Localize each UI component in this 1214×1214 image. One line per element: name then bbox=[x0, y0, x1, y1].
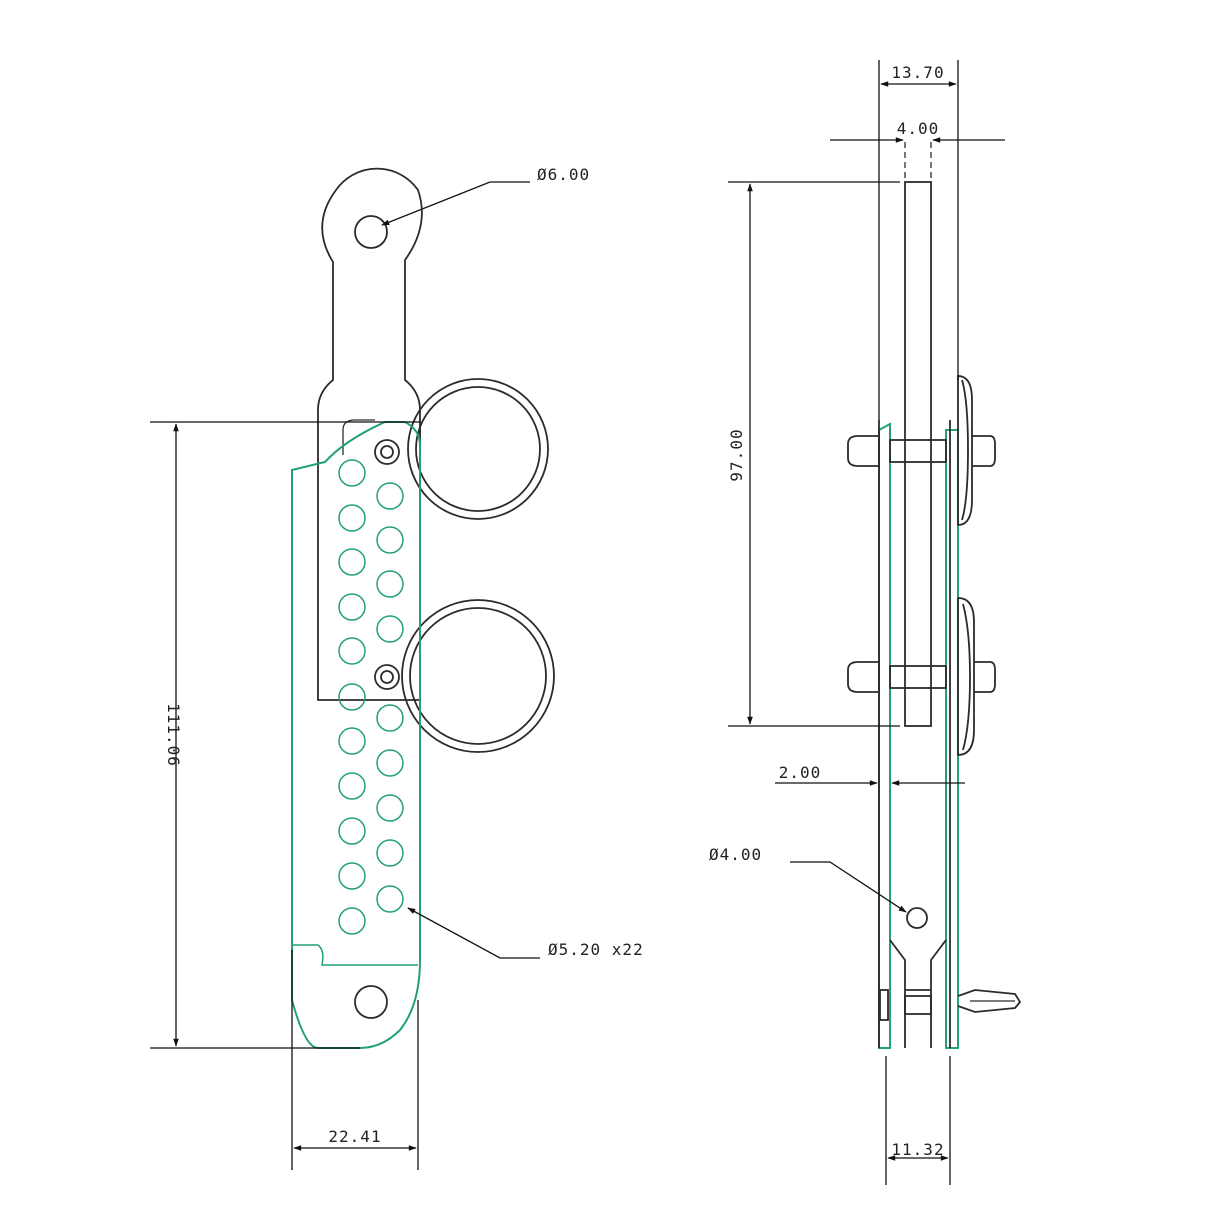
side-pin-hole bbox=[906, 907, 928, 929]
dim-top-width-label: 13.70 bbox=[891, 63, 944, 82]
dim-pin-hole-label: Ø4.00 bbox=[709, 845, 762, 864]
plate-inner-line bbox=[292, 944, 418, 966]
side-inner-plate bbox=[904, 181, 932, 727]
side-green-bar bbox=[878, 422, 891, 1049]
hole bbox=[376, 885, 404, 913]
lower-bolt bbox=[374, 664, 400, 690]
dim-plate-height: 97.00 bbox=[727, 181, 900, 727]
dim-top-width: 13.70 bbox=[878, 60, 959, 420]
perforation-holes bbox=[338, 459, 404, 935]
hole bbox=[376, 839, 404, 867]
dim-overall-height-label: 111.06 bbox=[164, 703, 183, 767]
hole bbox=[376, 615, 404, 643]
side-lower-wheel bbox=[847, 597, 996, 756]
dim-overall-width-label: 22.41 bbox=[328, 1127, 381, 1146]
lower-ring bbox=[401, 599, 555, 753]
hole bbox=[338, 504, 366, 532]
dim-offset: 2.00 bbox=[775, 763, 965, 786]
dim-top-hole: Ø6.00 bbox=[381, 165, 590, 226]
dim-pin-hole: Ø4.00 bbox=[709, 845, 907, 913]
hole bbox=[338, 459, 366, 487]
dim-overall-height: 111.06 bbox=[150, 421, 420, 1049]
hole bbox=[338, 637, 366, 665]
hole bbox=[376, 526, 404, 554]
bottom-hole bbox=[354, 985, 388, 1019]
hole bbox=[338, 907, 366, 935]
top-eye-hole bbox=[354, 215, 388, 249]
hole bbox=[338, 548, 366, 576]
top-slot bbox=[342, 419, 375, 455]
hole bbox=[376, 794, 404, 822]
side-upper-wheel bbox=[847, 375, 996, 526]
hole bbox=[338, 817, 366, 845]
upper-ring bbox=[407, 378, 549, 520]
side-frame bbox=[878, 420, 951, 1048]
dim-top-hole-label: Ø6.00 bbox=[537, 165, 590, 184]
dim-holes: Ø5.20 x22 bbox=[407, 907, 644, 959]
hole bbox=[376, 704, 404, 732]
perforated-plate bbox=[291, 421, 421, 1049]
upper-bolt bbox=[374, 439, 400, 465]
dim-plate-thickness-label: 4.00 bbox=[897, 119, 940, 138]
hole bbox=[338, 683, 366, 711]
hole bbox=[376, 749, 404, 777]
side-view: 13.70 4.00 97.00 2.00 Ø4.00 bbox=[709, 60, 1022, 1185]
side-bottom-pin bbox=[879, 989, 1022, 1021]
hole bbox=[338, 772, 366, 800]
dim-offset-label: 2.00 bbox=[779, 763, 822, 782]
hole bbox=[376, 482, 404, 510]
dim-overall-width: 22.41 bbox=[291, 950, 419, 1170]
hole bbox=[376, 570, 404, 598]
dim-bottom-width-label: 11.32 bbox=[891, 1140, 944, 1159]
side-green-bar-right bbox=[945, 429, 959, 1049]
hole bbox=[338, 727, 366, 755]
dim-bottom-width: 11.32 bbox=[885, 1056, 951, 1185]
front-view: Ø6.00 Ø5.20 x22 111.06 22.41 bbox=[150, 165, 644, 1170]
dim-plate-height-label: 97.00 bbox=[727, 428, 746, 481]
dim-holes-label: Ø5.20 x22 bbox=[548, 940, 644, 959]
hole bbox=[338, 862, 366, 890]
dim-plate-thickness: 4.00 bbox=[830, 119, 1005, 182]
side-fork bbox=[889, 939, 947, 1048]
hole bbox=[338, 593, 366, 621]
bracket-outline bbox=[317, 167, 423, 701]
